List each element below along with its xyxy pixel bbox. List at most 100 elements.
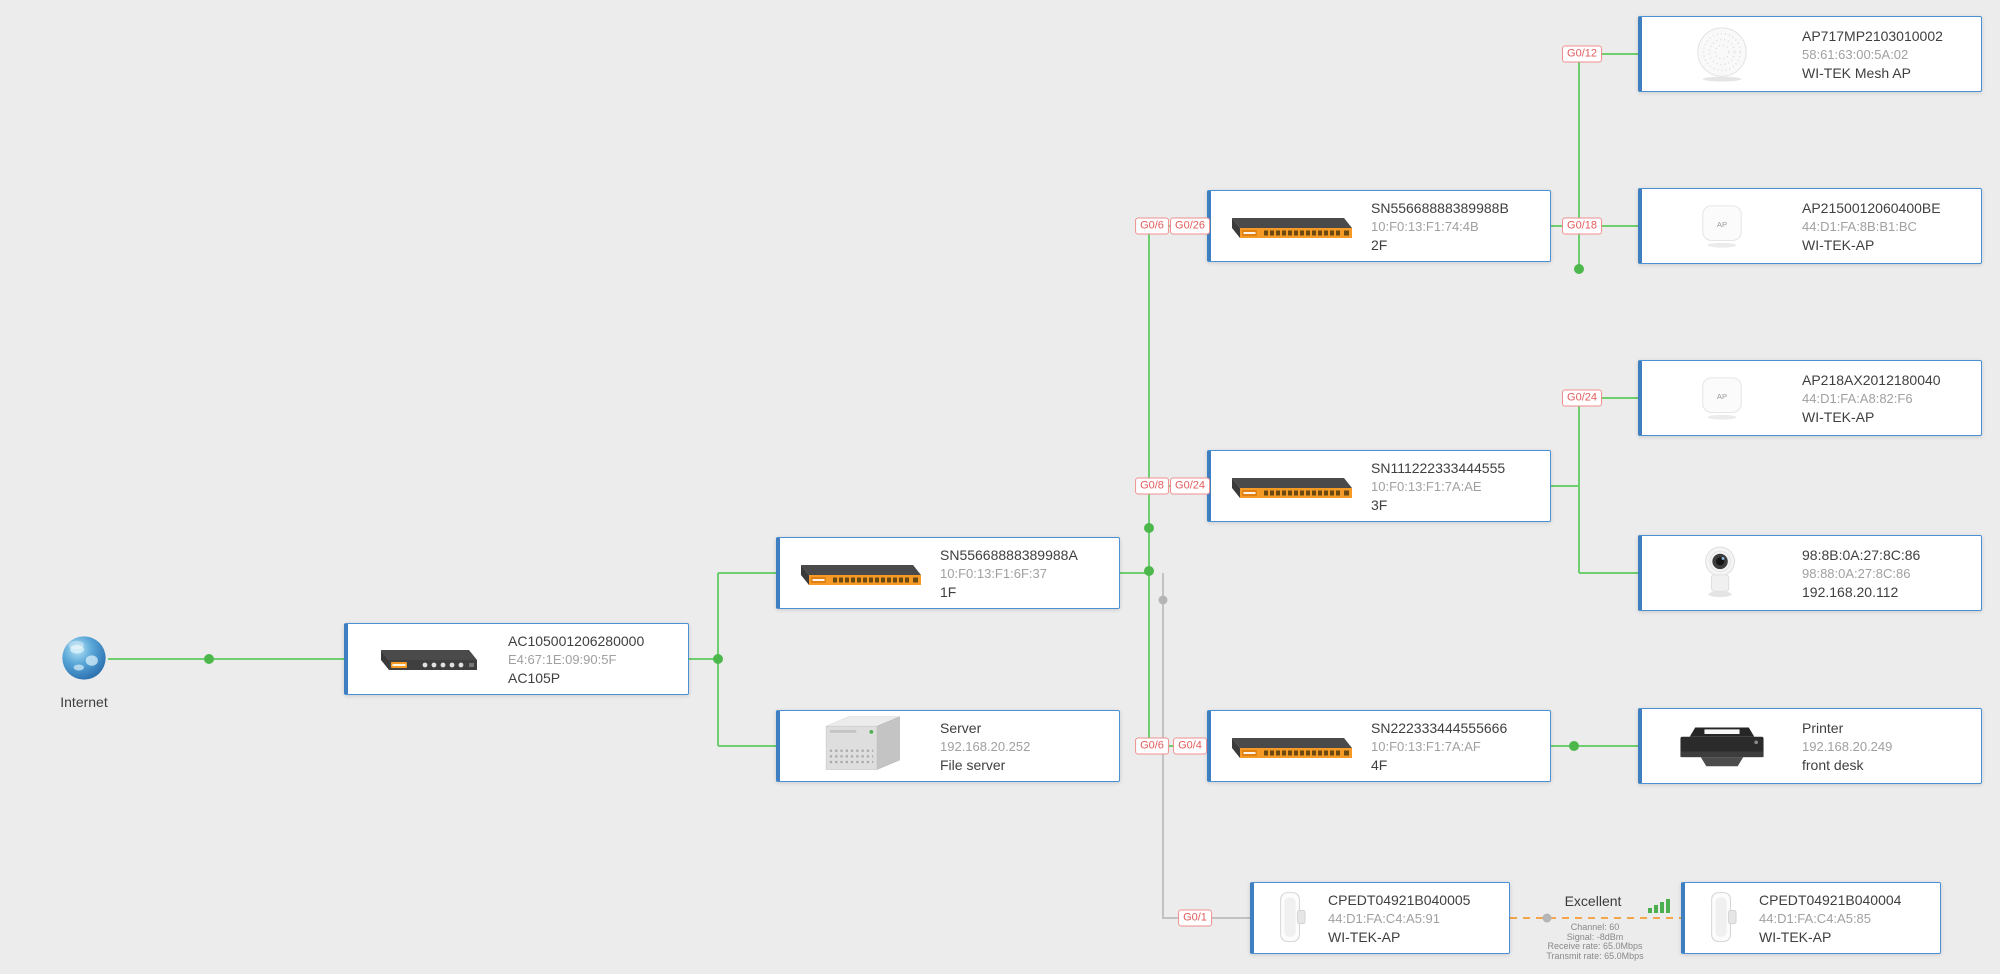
device-serial: 98:8B:0A:27:8C:86: [1802, 546, 1921, 563]
wireless-receive-rate: Receive rate: 65.0Mbps: [1547, 941, 1643, 951]
device-mac: 44:D1:FA:8B:B1:BC: [1802, 218, 1917, 234]
port-badge-mesh: G0/12: [1562, 45, 1602, 63]
mesh-ap-icon: [1642, 25, 1802, 83]
internet-globe-icon[interactable]: [58, 632, 110, 684]
device-card-switch-3f[interactable]: SN111222333444555 10:F0:13:F1:7A:AE 3F: [1207, 450, 1551, 522]
device-info: 98:8B:0A:27:8C:86 98:88:0A:27:8C:86 192.…: [1802, 547, 1920, 600]
device-label: 4F: [1371, 756, 1388, 773]
cpe-icon: [1685, 888, 1759, 948]
device-card-ap215[interactable]: AP AP2150012060400BE 44:D1:FA:8B:B1:BC W…: [1638, 188, 1982, 264]
device-serial: CPEDT04921B040004: [1759, 891, 1902, 908]
device-info: AP218AX2012180040 44:D1:FA:A8:82:F6 WI-T…: [1802, 372, 1941, 425]
device-ip: 192.168.20.112: [1802, 583, 1899, 600]
ceiling-ap-icon: AP: [1642, 201, 1802, 251]
link-1f-cpe: [1162, 573, 1250, 919]
device-label: WI-TEK-AP: [1759, 928, 1832, 945]
device-serial: SN111222333444555: [1371, 459, 1506, 476]
device-serial: AP2150012060400BE: [1802, 199, 1941, 216]
link-node-dot: [1144, 566, 1154, 576]
router-image: [373, 642, 483, 676]
device-label: 3F: [1371, 496, 1388, 513]
switch-image: [1226, 728, 1356, 764]
device-card-cpe-040005[interactable]: CPEDT04921B040005 44:D1:FA:C4:A5:91 WI-T…: [1250, 882, 1510, 954]
device-card-camera[interactable]: 98:8B:0A:27:8C:86 98:88:0A:27:8C:86 192.…: [1638, 535, 1982, 611]
switch-image: [795, 555, 925, 591]
wireless-transmit-rate: Transmit rate: 65.0Mbps: [1546, 950, 1644, 961]
device-mac: 44:D1:FA:A8:82:F6: [1802, 390, 1913, 406]
ceiling-ap-image: AP: [1702, 377, 1742, 420]
ceiling-ap-icon: AP: [1642, 373, 1802, 423]
cpe-icon: [1254, 888, 1328, 948]
device-card-file-server[interactable]: Server 192.168.20.252 File server: [776, 710, 1120, 782]
device-info: AP2150012060400BE 44:D1:FA:8B:B1:BC WI-T…: [1802, 200, 1941, 253]
device-label: WI-TEK Mesh AP: [1802, 64, 1911, 81]
link-node-dot: [1574, 264, 1584, 274]
device-card-ap218[interactable]: AP AP218AX2012180040 44:D1:FA:A8:82:F6 W…: [1638, 360, 1982, 436]
port-badge-ap218: G0/24: [1562, 389, 1602, 407]
device-ip: 192.168.20.252: [940, 738, 1031, 754]
device-info: Server 192.168.20.252 File server: [940, 720, 1030, 773]
device-card-mesh-ap[interactable]: AP717MP2103010002 58:61:63:00:5A:02 WI-T…: [1638, 16, 1982, 92]
device-card-printer[interactable]: Printer 192.168.20.249 front desk: [1638, 708, 1982, 784]
link-node-dot: [1569, 741, 1579, 751]
ap-glyph-label: AP: [1717, 392, 1727, 401]
device-mac: 58:61:63:00:5A:02: [1802, 46, 1909, 62]
ceiling-ap-image: AP: [1702, 205, 1742, 248]
port-badge-3f-uplink: G0/8: [1135, 477, 1169, 495]
wireless-signal: Signal: -8dBm: [1566, 931, 1624, 942]
device-mac: 98:88:0A:27:8C:86: [1802, 565, 1911, 581]
device-serial: AC105001206280000: [508, 632, 645, 649]
port-badge-4f-uplink: G0/6: [1135, 737, 1169, 755]
device-card-cpe-040004[interactable]: CPEDT04921B040004 44:D1:FA:C4:A5:85 WI-T…: [1681, 882, 1941, 954]
router-icon: [348, 642, 508, 676]
link-node-dot: [713, 654, 723, 664]
device-mac: 10:F0:13:F1:6F:37: [940, 565, 1047, 581]
device-label: AC105P: [508, 669, 561, 686]
switch-icon: [1211, 468, 1371, 504]
switch-icon: [1211, 728, 1371, 764]
device-card-switch-4f[interactable]: SN222333444555666 10:F0:13:F1:7A:AF 4F: [1207, 710, 1551, 782]
switch-icon: [1211, 208, 1371, 244]
device-label: WI-TEK-AP: [1328, 928, 1401, 945]
camera-image: [1695, 543, 1749, 603]
port-badge-4f-local: G0/4: [1173, 737, 1207, 755]
device-info: Printer 192.168.20.249 front desk: [1802, 720, 1892, 773]
device-info: AP717MP2103010002 58:61:63:00:5A:02 WI-T…: [1802, 28, 1943, 81]
signal-strength-icon: [1648, 897, 1670, 913]
port-badge-cpe: G0/1: [1178, 909, 1212, 927]
device-mac: 44:D1:FA:C4:A5:91: [1328, 910, 1441, 926]
device-info: SN111222333444555 10:F0:13:F1:7A:AE 3F: [1371, 460, 1505, 513]
link-node-dot: [204, 654, 214, 664]
link-node-dot-inactive: [1542, 913, 1552, 923]
wireless-link-details: Channel: 60 Signal: -8dBm Receive rate: …: [1513, 922, 1677, 961]
port-badge-ap215: G0/18: [1562, 217, 1602, 235]
device-serial: AP218AX2012180040: [1802, 371, 1941, 388]
device-ip: 192.168.20.249: [1802, 738, 1893, 754]
device-card-switch-1f[interactable]: SN55668888389988A 10:F0:13:F1:6F:37 1F: [776, 537, 1120, 609]
internet-label: Internet: [60, 694, 108, 710]
wireless-channel: Channel: 60: [1570, 922, 1620, 932]
device-serial: Server: [940, 719, 982, 736]
cpe-image: [1270, 888, 1312, 948]
ap-glyph-label: AP: [1717, 220, 1727, 229]
switch-image: [1226, 208, 1356, 244]
device-info: CPEDT04921B040005 44:D1:FA:C4:A5:91 WI-T…: [1328, 892, 1470, 945]
port-badge-2f-local: G0/26: [1170, 217, 1210, 235]
device-info: SN55668888389988A 10:F0:13:F1:6F:37 1F: [940, 547, 1078, 600]
link-node-dot: [1144, 523, 1154, 533]
switch-image: [1226, 468, 1356, 504]
device-card-ac105p[interactable]: AC105001206280000 E4:67:1E:09:90:5F AC10…: [344, 623, 689, 695]
device-info: SN222333444555666 10:F0:13:F1:7A:AF 4F: [1371, 720, 1507, 773]
device-card-switch-2f[interactable]: SN55668888389988B 10:F0:13:F1:74:4B 2F: [1207, 190, 1551, 262]
device-serial: SN222333444555666: [1371, 719, 1508, 736]
device-label: WI-TEK-AP: [1802, 236, 1875, 253]
server-image: [810, 713, 910, 779]
device-label: File server: [940, 756, 1006, 773]
port-badge-3f-local: G0/24: [1170, 477, 1210, 495]
device-mac: E4:67:1E:09:90:5F: [508, 651, 617, 667]
port-badge-2f-uplink: G0/6: [1135, 217, 1169, 235]
device-label: front desk: [1802, 756, 1864, 773]
device-info: CPEDT04921B040004 44:D1:FA:C4:A5:85 WI-T…: [1759, 892, 1901, 945]
